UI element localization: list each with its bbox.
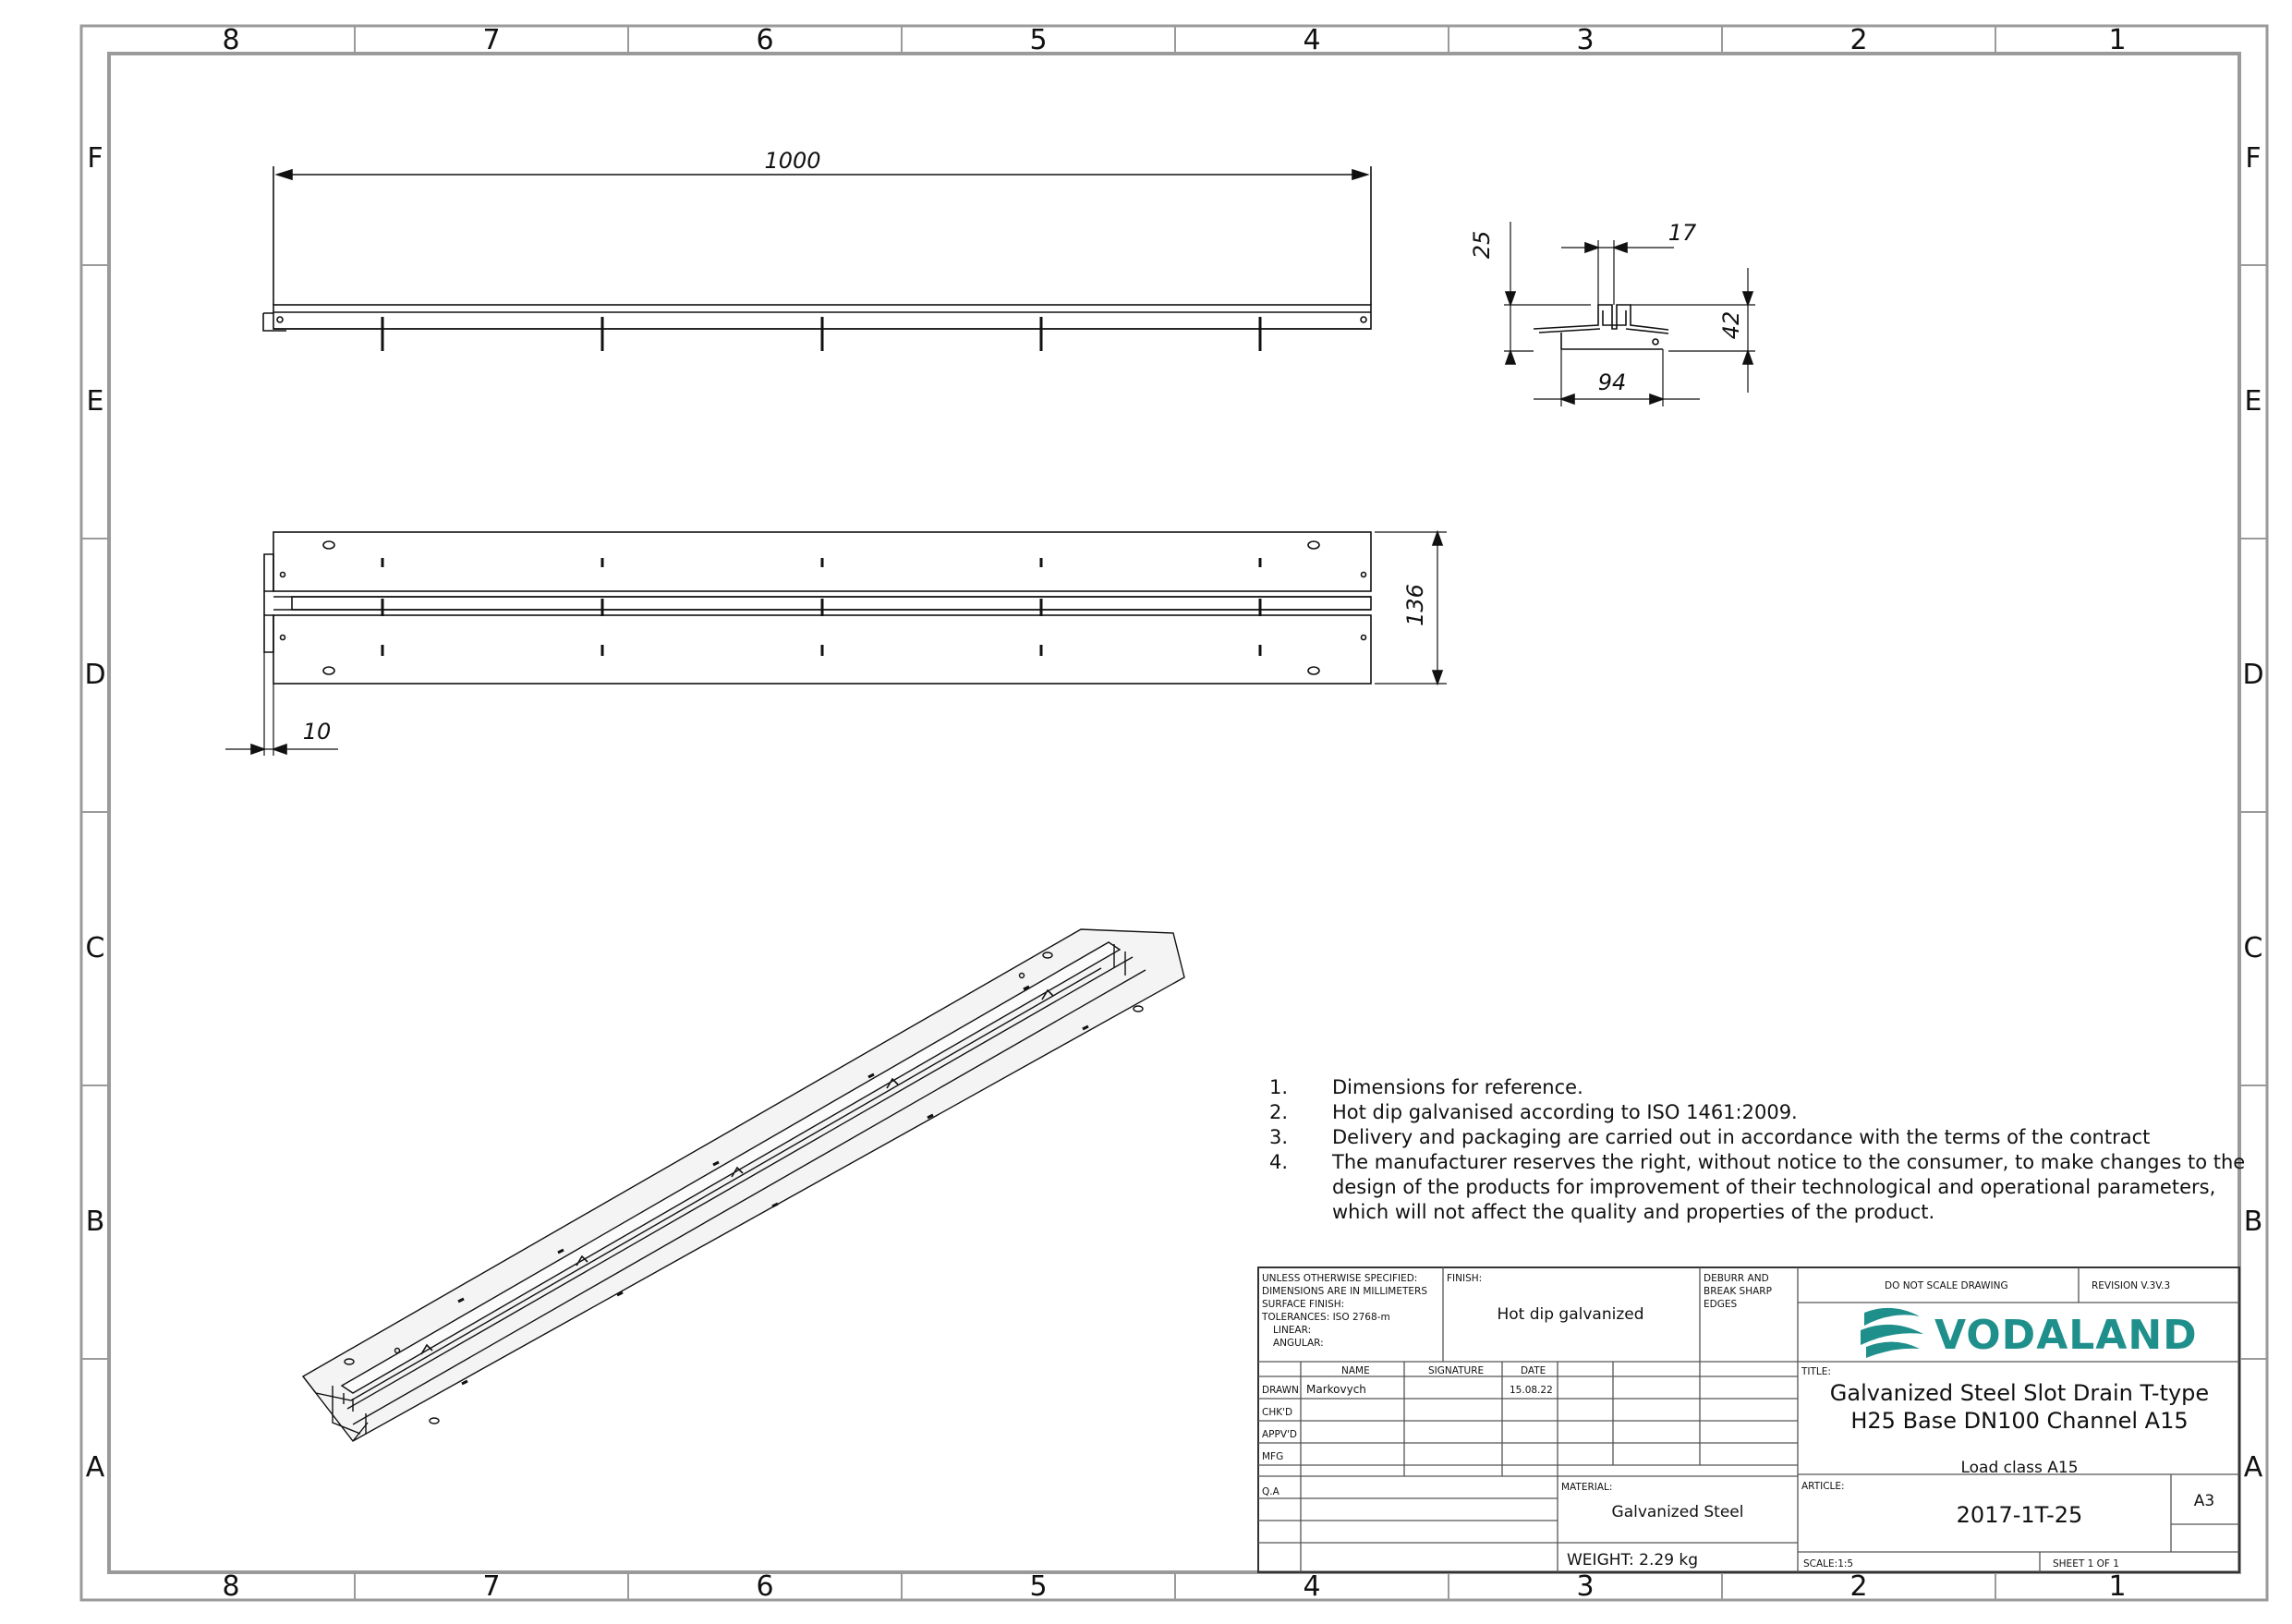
- isometric-view: [301, 928, 1185, 1442]
- zone-row-c: C: [86, 932, 105, 964]
- drawn-name: Markovych: [1306, 1383, 1366, 1396]
- note-4-number: 4.: [1269, 1151, 1288, 1173]
- zone-row-f: F: [87, 142, 103, 175]
- zone-row-c-right: C: [2244, 932, 2263, 964]
- zone-labels: 8 7 6 5 4 3 2 1 8 7 6 5 4 3 2 1 F E D C …: [84, 24, 2263, 1603]
- note-2-number: 2.: [1269, 1101, 1288, 1123]
- top-view: [225, 529, 1447, 756]
- weight: WEIGHT: 2.29 kg: [1567, 1551, 1698, 1569]
- zone-col-7: 7: [482, 24, 500, 56]
- zone-col-1: 1: [2108, 24, 2126, 56]
- sheet-frame: [79, 24, 2269, 1602]
- drawn-date: 15.08.22: [1510, 1385, 1553, 1396]
- deburr-line-1: DEBURR AND: [1704, 1273, 1769, 1284]
- dim-flange-height: 25: [1469, 231, 1495, 260]
- title-line-2: H25 Base DN100 Channel A15: [1850, 1408, 2188, 1434]
- zone-col-7-bottom: 7: [482, 1570, 500, 1603]
- zone-col-3: 3: [1576, 24, 1594, 56]
- zone-col-8: 8: [222, 24, 239, 56]
- zone-col-3-bottom: 3: [1576, 1570, 1594, 1603]
- scale: SCALE:1:5: [1803, 1558, 1853, 1569]
- note-2-text: Hot dip galvanised according to ISO 1461…: [1332, 1101, 1798, 1123]
- notes: 1. Dimensions for reference. 2. Hot dip …: [1269, 1076, 2245, 1223]
- spec-line-1: UNLESS OTHERWISE SPECIFIED:: [1262, 1273, 1417, 1284]
- spec-line-2: DIMENSIONS ARE IN MILLIMETERS: [1262, 1286, 1427, 1297]
- section-view: [1504, 222, 1755, 406]
- zone-row-a-right: A: [2244, 1451, 2263, 1484]
- zone-col-5: 5: [1029, 24, 1047, 56]
- wave-icon: [1861, 1307, 1923, 1358]
- row-mfg-label: MFG: [1262, 1451, 1283, 1462]
- load-class: Load class A15: [1960, 1459, 2078, 1477]
- zone-row-e-right: E: [2245, 385, 2262, 418]
- zone-row-b-right: B: [2244, 1206, 2263, 1238]
- row-drawn-label: DRAWN: [1262, 1385, 1299, 1396]
- dim-total-width: 136: [1402, 584, 1428, 626]
- zone-col-6-bottom: 6: [756, 1570, 773, 1603]
- sheet-size: A3: [2194, 1492, 2214, 1510]
- zone-row-a: A: [86, 1451, 105, 1484]
- finish-label: FINISH:: [1447, 1273, 1482, 1284]
- revision: REVISION V.3V.3: [2092, 1280, 2170, 1291]
- zone-col-1-bottom: 1: [2108, 1570, 2126, 1603]
- note-3-number: 3.: [1269, 1126, 1288, 1148]
- front-view: [262, 166, 1372, 351]
- col-name: NAME: [1341, 1365, 1370, 1376]
- note-4-text-line-1: The manufacturer reserves the right, wit…: [1331, 1151, 2245, 1173]
- sheet-number: SHEET 1 OF 1: [2053, 1558, 2119, 1569]
- vodaland-logo: VODALAND: [1861, 1307, 2198, 1359]
- title-block: UNLESS OTHERWISE SPECIFIED: DIMENSIONS A…: [1257, 1266, 2240, 1573]
- deburr-line-3: EDGES: [1704, 1299, 1737, 1310]
- note-1-number: 1.: [1269, 1076, 1288, 1098]
- zone-col-2: 2: [1849, 24, 1867, 56]
- row-checked-label: CHK'D: [1262, 1407, 1292, 1418]
- dim-base-width: 94: [1598, 370, 1627, 395]
- title-label: TITLE:: [1801, 1366, 1831, 1377]
- row-approved-label: APPV'D: [1262, 1429, 1297, 1440]
- article-label: ARTICLE:: [1801, 1481, 1845, 1492]
- do-not-scale: DO NOT SCALE DRAWING: [1885, 1280, 2008, 1291]
- col-signature: SIGNATURE: [1428, 1365, 1484, 1376]
- material-label: MATERIAL:: [1561, 1482, 1612, 1493]
- zone-col-5-bottom: 5: [1029, 1570, 1047, 1603]
- zone-col-4-bottom: 4: [1303, 1570, 1320, 1603]
- dim-length: 1000: [764, 148, 820, 174]
- note-4-text-line-3: which will not affect the quality and pr…: [1332, 1201, 1934, 1223]
- zone-row-d: D: [84, 659, 105, 691]
- finish-value: Hot dip galvanized: [1497, 1305, 1643, 1324]
- spec-line-3: SURFACE FINISH:: [1262, 1299, 1344, 1310]
- zone-row-d-right: D: [2242, 659, 2263, 691]
- zone-row-b: B: [86, 1206, 105, 1238]
- article-number: 2017-1T-25: [1957, 1502, 2083, 1528]
- zone-col-6: 6: [756, 24, 773, 56]
- logo-text: VODALAND: [1934, 1312, 2198, 1359]
- deburr-line-2: BREAK SHARP: [1704, 1286, 1772, 1297]
- dim-offset: 10: [303, 719, 332, 745]
- zone-row-e: E: [87, 385, 104, 418]
- note-3-text: Delivery and packaging are carried out i…: [1332, 1126, 2150, 1148]
- zone-col-2-bottom: 2: [1849, 1570, 1867, 1603]
- spec-line-6: ANGULAR:: [1273, 1338, 1324, 1349]
- zone-col-8-bottom: 8: [222, 1570, 239, 1603]
- spec-line-5: LINEAR:: [1273, 1325, 1311, 1336]
- note-1-text: Dimensions for reference.: [1332, 1076, 1583, 1098]
- material-value: Galvanized Steel: [1612, 1503, 1744, 1521]
- dim-height: 42: [1718, 311, 1744, 340]
- col-date: DATE: [1521, 1365, 1546, 1376]
- zone-row-f-right: F: [2245, 142, 2261, 175]
- row-qa-label: Q.A: [1262, 1486, 1280, 1497]
- note-4-text-line-2: design of the products for improvement o…: [1332, 1176, 2215, 1198]
- spec-line-4: TOLERANCES: ISO 2768-m: [1261, 1312, 1390, 1323]
- dim-slot-width: 17: [1668, 220, 1697, 246]
- zone-col-4: 4: [1303, 24, 1320, 56]
- title-line-1: Galvanized Steel Slot Drain T-type: [1830, 1380, 2209, 1406]
